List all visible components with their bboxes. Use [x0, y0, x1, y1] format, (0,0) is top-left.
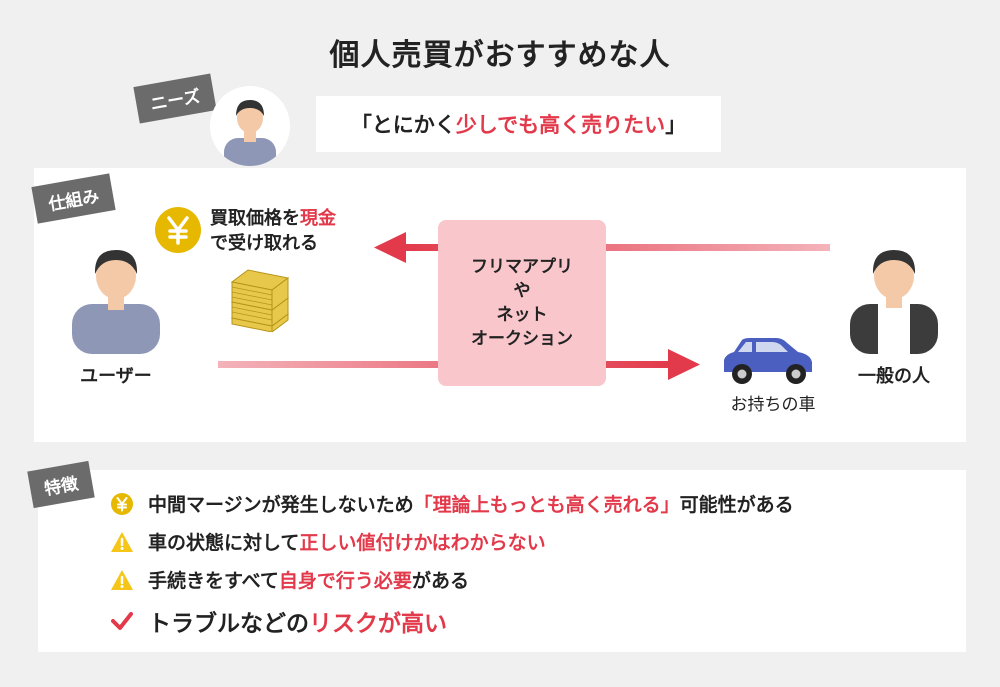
- check-icon: [110, 609, 134, 633]
- cash-line1-highlight: 現金: [300, 208, 336, 229]
- center-line-2: や: [513, 281, 531, 301]
- feature-4-highlight: リスクが高い: [309, 611, 447, 637]
- feature-3-suffix: がある: [411, 570, 469, 592]
- feature-row-4: トラブルなどのリスクが高い: [110, 604, 447, 638]
- user-figure-icon: [72, 250, 160, 354]
- feature-3-prefix: 手続きをすべて: [148, 570, 279, 592]
- needs-bubble: 「とにかく少しでも高く売りたい」: [316, 96, 721, 152]
- feature-row-3: 手続きをすべて自身で行う必要がある: [110, 566, 469, 593]
- other-person-label: 一般の人: [858, 366, 930, 387]
- needs-avatar: [210, 86, 290, 166]
- car-label: お持ちの車: [730, 395, 816, 415]
- feature-row-2: 車の状態に対して正しい値付けかはわからない: [110, 528, 546, 555]
- features-panel: [38, 470, 966, 652]
- feature-2-highlight: 正しい値付けかはわからない: [299, 532, 546, 554]
- warning-icon: [110, 530, 134, 554]
- cash-line2: で受け取れる: [210, 233, 318, 254]
- center-line-4: オークション: [471, 329, 573, 349]
- needs-suffix: 」: [665, 113, 687, 137]
- center-line-1: フリマアプリ: [471, 257, 573, 277]
- money-stack-icon: [230, 269, 290, 332]
- user-label: ユーザー: [80, 366, 152, 387]
- yen-icon: [110, 492, 134, 516]
- warning-icon: [110, 568, 134, 592]
- feature-1-prefix: 中間マージンが発生しないため: [148, 494, 414, 516]
- yen-coin-icon: [155, 207, 201, 253]
- marketplace-box: フリマアプリ や ネット オークション: [438, 220, 606, 386]
- person-icon: [224, 100, 276, 166]
- cash-text: 買取価格を現金 で受け取れる: [210, 206, 336, 256]
- needs-tag: ニーズ: [133, 73, 217, 124]
- needs-highlight: 少しでも高く売りたい: [455, 113, 666, 137]
- feature-3-highlight: 自身で行う必要: [278, 570, 412, 592]
- feature-2-prefix: 車の状態に対して: [148, 532, 300, 554]
- feature-1-highlight: 「理論上もっとも高く売れる」: [413, 494, 680, 516]
- feature-row-1: 中間マージンが発生しないため「理論上もっとも高く売れる」可能性がある: [110, 490, 794, 517]
- car-icon: [724, 338, 812, 384]
- needs-prefix: 「とにかく: [350, 113, 456, 137]
- page-title: 個人売買がおすすめな人: [329, 38, 671, 73]
- feature-1-suffix: 可能性がある: [679, 494, 794, 516]
- center-line-3: ネット: [496, 305, 548, 325]
- cash-line1-prefix: 買取価格を: [210, 208, 300, 229]
- other-person-figure-icon: [850, 250, 938, 354]
- feature-4-prefix: トラブルなどの: [148, 611, 309, 637]
